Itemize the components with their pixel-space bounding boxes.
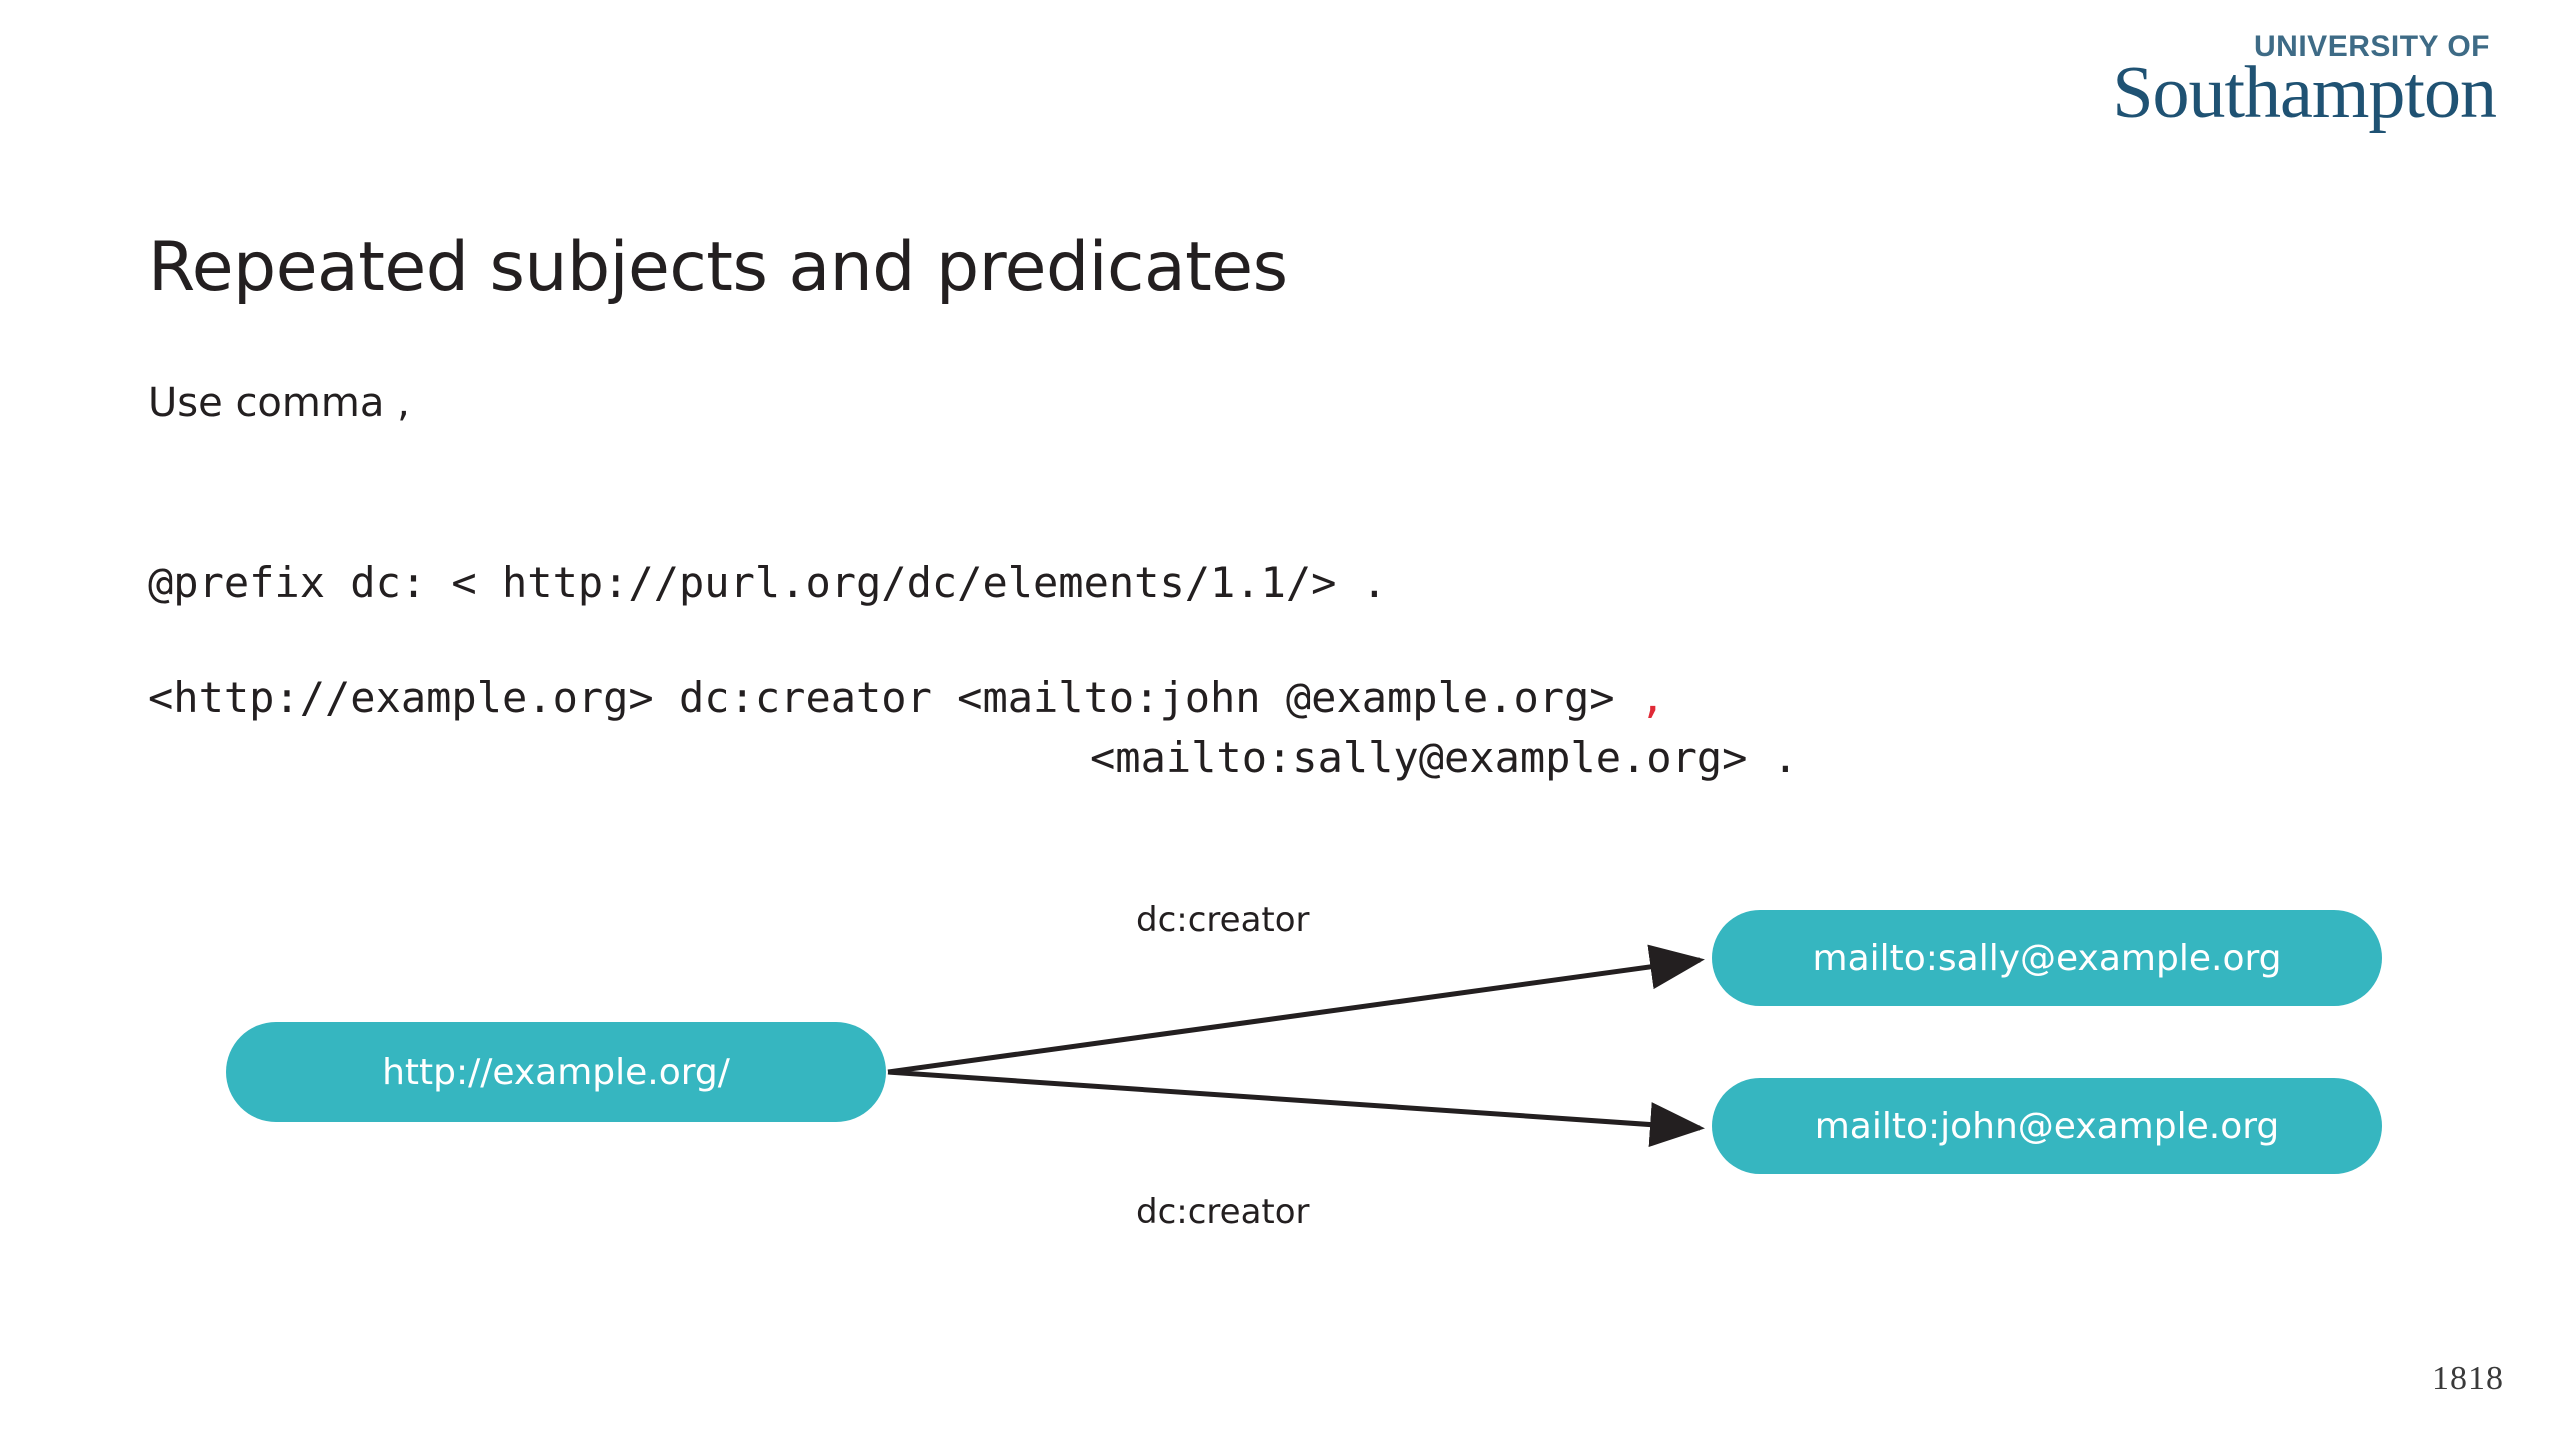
edge-to-john xyxy=(887,1069,1705,1148)
code-triple-first-main: <http://example.org> dc:creator <mailto:… xyxy=(148,673,1640,722)
page-title: Repeated subjects and predicates xyxy=(148,228,1288,307)
graph-node-subject-label: http://example.org/ xyxy=(382,1051,730,1093)
logo-main-line: Southampton xyxy=(2112,52,2497,134)
page-number: 1818 xyxy=(2432,1360,2504,1397)
graph-node-subject[interactable]: http://example.org/ xyxy=(226,1022,886,1122)
code-line-prefix: @prefix dc: < http://purl.org/dc/element… xyxy=(148,558,1388,607)
graph-node-object-sally-label: mailto:sally@example.org xyxy=(1812,937,2282,979)
rdf-graph-diagram: http://example.org/ mailto:sally@example… xyxy=(0,860,2560,1280)
graph-node-object-john-label: mailto:john@example.org xyxy=(1814,1105,2280,1147)
graph-edges-svg xyxy=(887,944,1705,1148)
edge-to-sally xyxy=(887,944,1705,1075)
graph-node-object-john[interactable]: mailto:john@example.org xyxy=(1712,1078,2382,1174)
code-line-triple-second: <mailto:sally@example.org> . xyxy=(1090,733,1799,782)
edge-label-bottom: dc:creator xyxy=(1136,1192,1310,1232)
graph-node-object-sally[interactable]: mailto:sally@example.org xyxy=(1712,910,2382,1006)
lead-text: Use comma , xyxy=(148,380,410,426)
logo-top-line: UNIVERSITY OF xyxy=(2254,30,2490,63)
university-logo: UNIVERSITY OF Southampton xyxy=(2086,30,2497,134)
code-comma-highlight: , xyxy=(1639,673,1666,722)
edge-label-top: dc:creator xyxy=(1136,900,1310,940)
code-line-triple-first: <http://example.org> dc:creator <mailto:… xyxy=(148,673,1665,722)
